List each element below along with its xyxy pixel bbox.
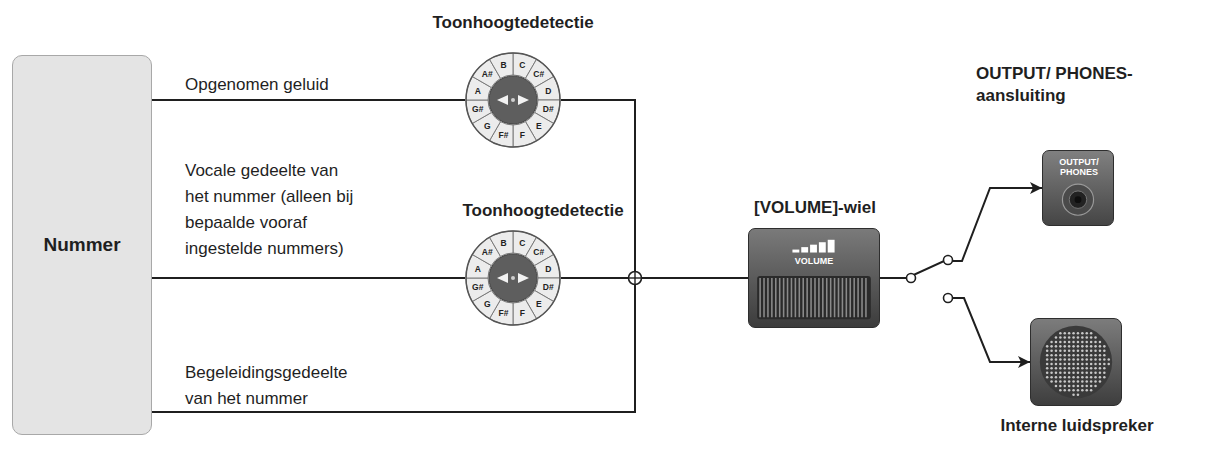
- dial-outline: [465, 230, 561, 326]
- signal-line: [152, 278, 748, 412]
- note-name: A: [475, 264, 481, 274]
- node-title: Nummer: [43, 234, 120, 256]
- note-name: C: [519, 238, 525, 248]
- note-name: A#: [482, 69, 493, 79]
- note-name: F: [520, 308, 525, 318]
- volume-wheel-art: [749, 229, 879, 327]
- signal-line: [880, 188, 1042, 278]
- note-name: C: [519, 60, 525, 70]
- note-name: F#: [499, 130, 509, 140]
- signal-line: [561, 277, 748, 279]
- device-label: OUTPUT/ PHONES: [1049, 157, 1109, 177]
- signal-line: [880, 278, 1030, 362]
- signal-label: Begeleidingsgedeelte van het nummer: [185, 360, 357, 412]
- song-block: Nummer: [12, 55, 152, 435]
- note-name: D#: [543, 282, 554, 292]
- output-jack: OUTPUT/ PHONES-aansluitingOUTPUT/ PHONES: [1042, 150, 1114, 226]
- note-name: F#: [499, 308, 509, 318]
- signal-line: [152, 99, 465, 101]
- part-heading: Interne luidspreker: [1000, 415, 1153, 437]
- speaker-grille: [1031, 319, 1121, 405]
- speaker: Interne luidspreker: [1030, 318, 1122, 406]
- signal-label: Opgenomen geluid: [185, 72, 425, 98]
- note-name: D: [545, 264, 551, 274]
- signal-line: [561, 100, 748, 278]
- signal-label: Vocale gedeelte van het nummer (alleen b…: [185, 158, 357, 262]
- part-heading: Toonhoogtedetectie: [462, 200, 623, 222]
- note-name: B: [500, 60, 506, 70]
- note-name: G#: [472, 104, 483, 114]
- signal-line: [152, 277, 465, 279]
- part-heading: Toonhoogtedetectie: [432, 12, 593, 34]
- device-label: VOLUME: [749, 256, 879, 266]
- note-name: C#: [533, 69, 544, 79]
- note-name: G: [484, 121, 491, 131]
- dial-outline: [465, 52, 561, 148]
- note-name: C#: [533, 247, 544, 257]
- part-heading: [VOLUME]-wiel: [754, 197, 876, 219]
- note-name: G#: [472, 282, 483, 292]
- pitch-dial: ToonhoogtedetectieCC#DD#EFF#GG#AA#B: [465, 230, 561, 326]
- note-name: D#: [543, 104, 554, 114]
- part-heading: OUTPUT/ PHONES-aansluiting: [976, 63, 1166, 107]
- switch-symbol: [907, 256, 953, 303]
- junction-symbol: [629, 272, 642, 285]
- note-name: D: [545, 86, 551, 96]
- note-name: B: [500, 238, 506, 248]
- volume-wheel: [VOLUME]-wielVOLUME: [748, 228, 880, 328]
- note-name: F: [520, 130, 525, 140]
- note-name: E: [536, 299, 542, 309]
- note-name: A#: [482, 247, 493, 257]
- note-name: G: [484, 299, 491, 309]
- note-name: A: [475, 86, 481, 96]
- pitch-dial: ToonhoogtedetectieCC#DD#EFF#GG#AA#B: [465, 52, 561, 148]
- note-name: E: [536, 121, 542, 131]
